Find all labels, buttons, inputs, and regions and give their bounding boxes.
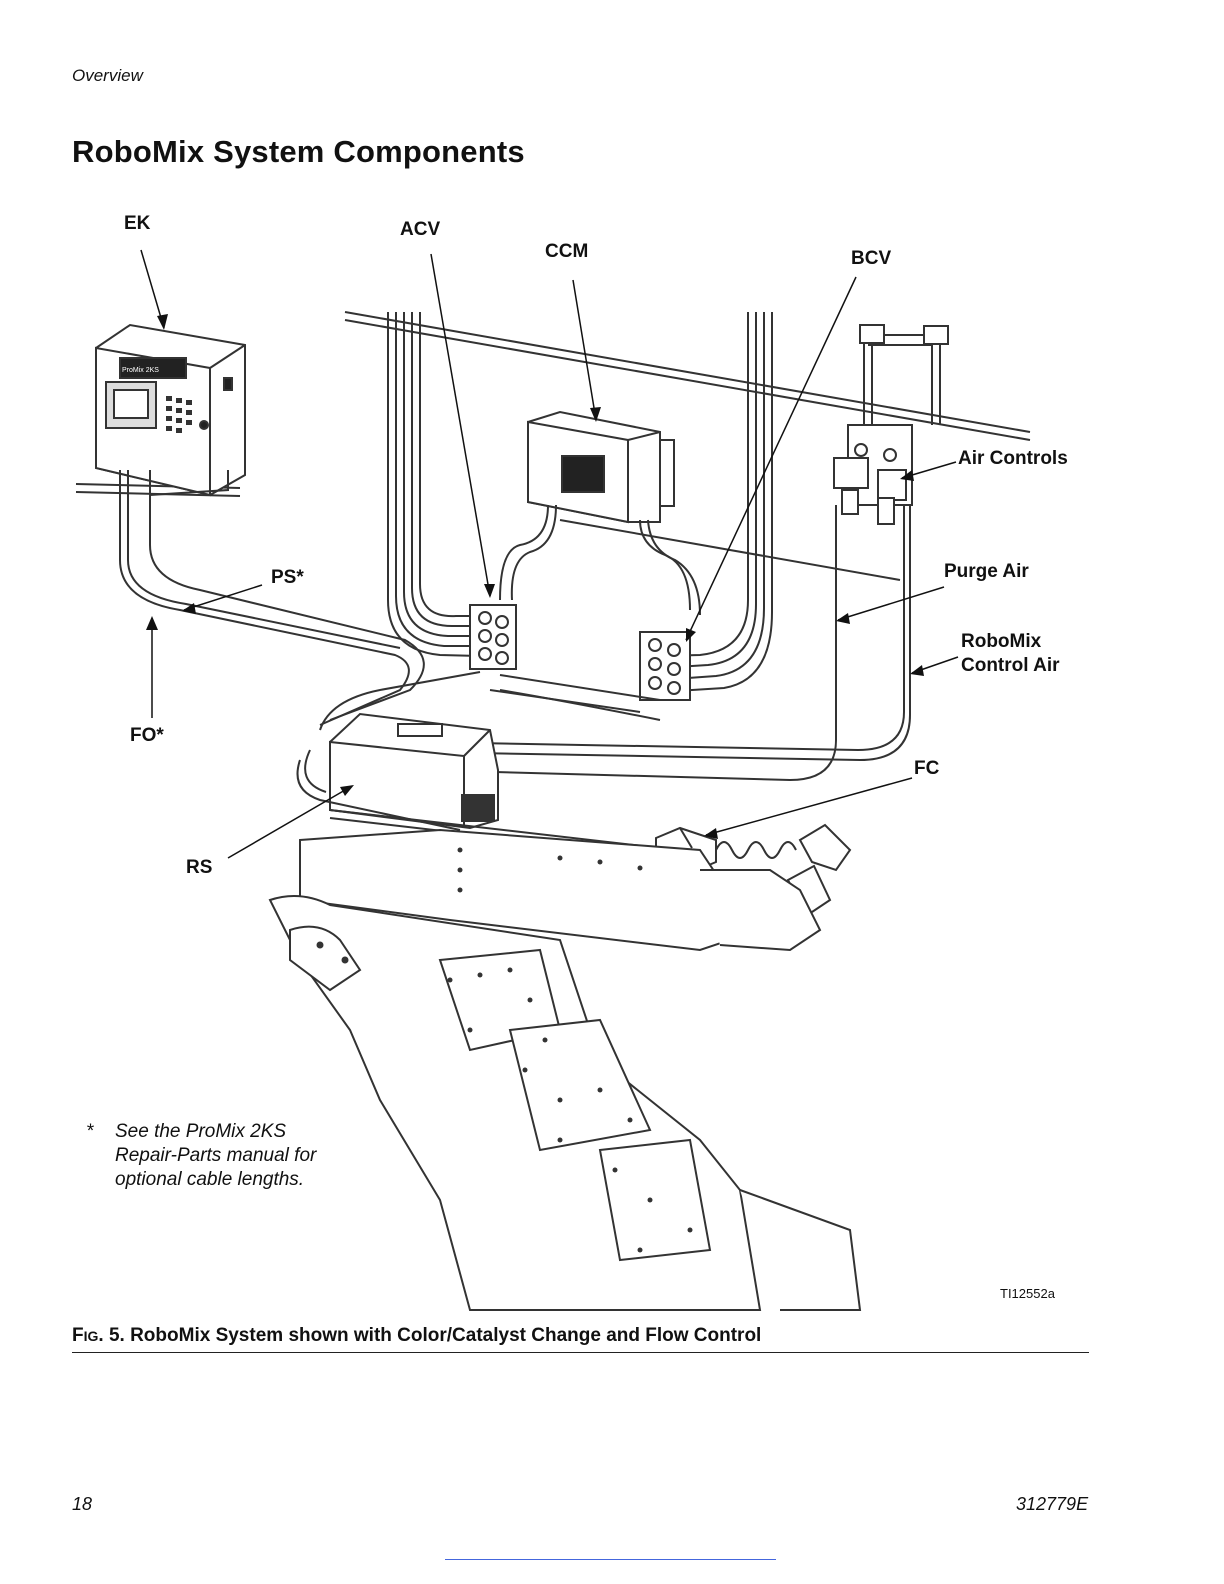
footnote-line-1: See the ProMix 2KS <box>115 1120 286 1144</box>
caption-fig-cap: F <box>72 1325 84 1346</box>
caption-fig-small: IG <box>84 1328 99 1344</box>
label-rs: RS <box>186 856 212 880</box>
caption-rule <box>72 1352 1089 1353</box>
air-controls-unit <box>834 425 912 524</box>
fiber-optic-cable <box>120 470 409 725</box>
figure-caption: FIG. 5. RoboMix System shown with Color/… <box>72 1325 761 1347</box>
document-number: 312779E <box>1016 1494 1088 1515</box>
ccm-module <box>528 412 674 522</box>
label-fc: FC <box>914 757 939 781</box>
coil-hose <box>716 842 796 858</box>
caption-text: RoboMix System shown with Color/Catalyst… <box>130 1325 761 1346</box>
acv-valve-stack <box>470 605 516 669</box>
bcv-valve-stack <box>640 632 690 700</box>
label-bcv: BCV <box>851 247 891 271</box>
power-supply-cable <box>150 470 424 720</box>
label-robomix-control-air-line2: Control Air <box>961 654 1060 678</box>
label-ps: PS* <box>271 566 304 590</box>
controller-brand-label: ProMix 2KS <box>122 367 159 374</box>
footnote-line-3: optional cable lengths. <box>115 1168 304 1192</box>
label-fo: FO* <box>130 724 164 748</box>
page-number: 18 <box>72 1494 92 1515</box>
drawing-id: TI12552a <box>1000 1286 1055 1301</box>
label-air-controls: Air Controls <box>958 447 1068 471</box>
label-ek: EK <box>124 212 150 236</box>
bottom-link-underline <box>445 1559 776 1560</box>
robot-arm <box>270 830 860 1310</box>
ek-controller <box>96 325 245 495</box>
rs-enclosure <box>330 714 498 828</box>
label-robomix-control-air-line1: RoboMix <box>961 630 1041 654</box>
caption-fig-number: . 5. <box>98 1325 130 1346</box>
label-ccm: CCM <box>545 240 588 264</box>
hose-bundle-left <box>388 312 480 656</box>
label-acv: ACV <box>400 218 440 242</box>
footnote-marker: * <box>86 1120 93 1144</box>
label-purge-air: Purge Air <box>944 560 1029 584</box>
footnote-line-2: Repair-Parts manual for <box>115 1144 316 1168</box>
